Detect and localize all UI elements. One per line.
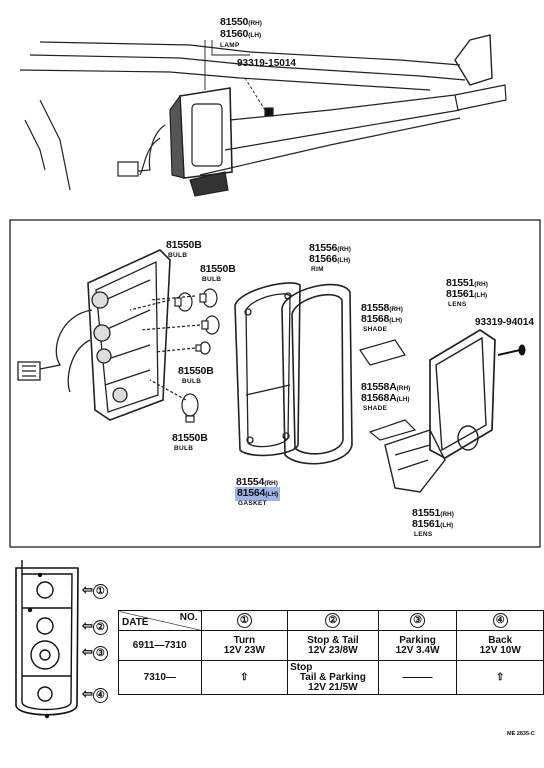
rim: [281, 283, 353, 465]
shade-label: SHADE: [363, 326, 388, 333]
position-marker-1: ⇦①: [82, 583, 108, 599]
lamp-part-number-lh: 81560(LH): [220, 28, 262, 40]
bulb-label-4: 81550B: [172, 432, 208, 444]
rim-part-number-lh: 81566(LH): [309, 253, 351, 265]
bulb-sub-2: BULB: [202, 276, 222, 283]
date-cell: 7310—: [118, 660, 202, 695]
lamp-part-number-rh: 81550(RH): [220, 16, 262, 28]
lens-bottom-part-number-rh: 81551(RH): [412, 507, 454, 519]
diagram-code: ME 2835-C: [507, 731, 535, 737]
lamp-housing: [17, 249, 171, 421]
lens-bottom-part-number-lh: 81561(LH): [412, 518, 454, 530]
col-header-4: ④: [456, 610, 544, 631]
rim-part-number-rh: 81556(RH): [309, 242, 351, 254]
shade-a-label: SHADE: [363, 405, 388, 412]
shade-a-part-number-rh: 81558A(RH): [361, 381, 411, 393]
position-marker-4: ⇦④: [82, 687, 108, 703]
lens-top-part-number-lh: 81561(LH): [446, 288, 488, 300]
vehicle-rear-illustration: [19, 34, 507, 197]
lamp-face-diagram: [15, 560, 79, 719]
bulb-sub-4: BULB: [174, 445, 194, 452]
lens-bottom-label: LENS: [414, 531, 433, 538]
shades: [359, 339, 417, 441]
bulbs: [129, 288, 220, 423]
lamp-label: LAMP: [220, 42, 240, 49]
cell-1: ⇧: [200, 660, 289, 695]
gasket: [234, 282, 301, 457]
bulb-label-3: 81550B: [178, 365, 214, 377]
gasket-part-number-rh: 81554(RH): [236, 476, 278, 488]
screw-part-number-top: 93319-15014: [237, 58, 296, 69]
rim-label: RIM: [311, 266, 324, 273]
cell-3: ———: [377, 660, 458, 695]
lens-top-part-number-rh: 81551(RH): [446, 277, 488, 289]
shade-a-part-number-lh: 81568A(LH): [361, 392, 410, 404]
lens: [384, 328, 496, 493]
position-marker-3: ⇦③: [82, 645, 108, 661]
shade-part-number-lh: 81568(LH): [361, 313, 403, 325]
bulb-sub-1: BULB: [168, 252, 188, 259]
date-cell: 6911—7310: [118, 630, 202, 661]
bulb-sub-3: BULB: [182, 378, 202, 385]
bulb-label-1: 81550B: [166, 239, 202, 251]
bulb-label-2: 81550B: [200, 263, 236, 275]
gasket-part-number-lh[interactable]: 81564(LH): [235, 487, 281, 501]
table-header-row: NO. DATE ① ② ③ ④: [118, 610, 544, 631]
col-header-1: ①: [200, 610, 289, 631]
position-marker-2: ⇦②: [82, 619, 108, 635]
cell-4: ⇧: [456, 660, 544, 695]
screw-part-number-exploded: 93319-94014: [475, 317, 534, 328]
shade-part-number-rh: 81558(RH): [361, 302, 403, 314]
lens-top-label: LENS: [448, 301, 467, 308]
screw-94014: [497, 344, 526, 356]
gasket-label: GASKET: [238, 500, 267, 507]
exploded-view-frame: [9, 219, 541, 548]
col-header-2: ②: [287, 610, 379, 631]
date-no-header: NO. DATE: [118, 610, 202, 631]
col-header-3: ③: [377, 610, 458, 631]
